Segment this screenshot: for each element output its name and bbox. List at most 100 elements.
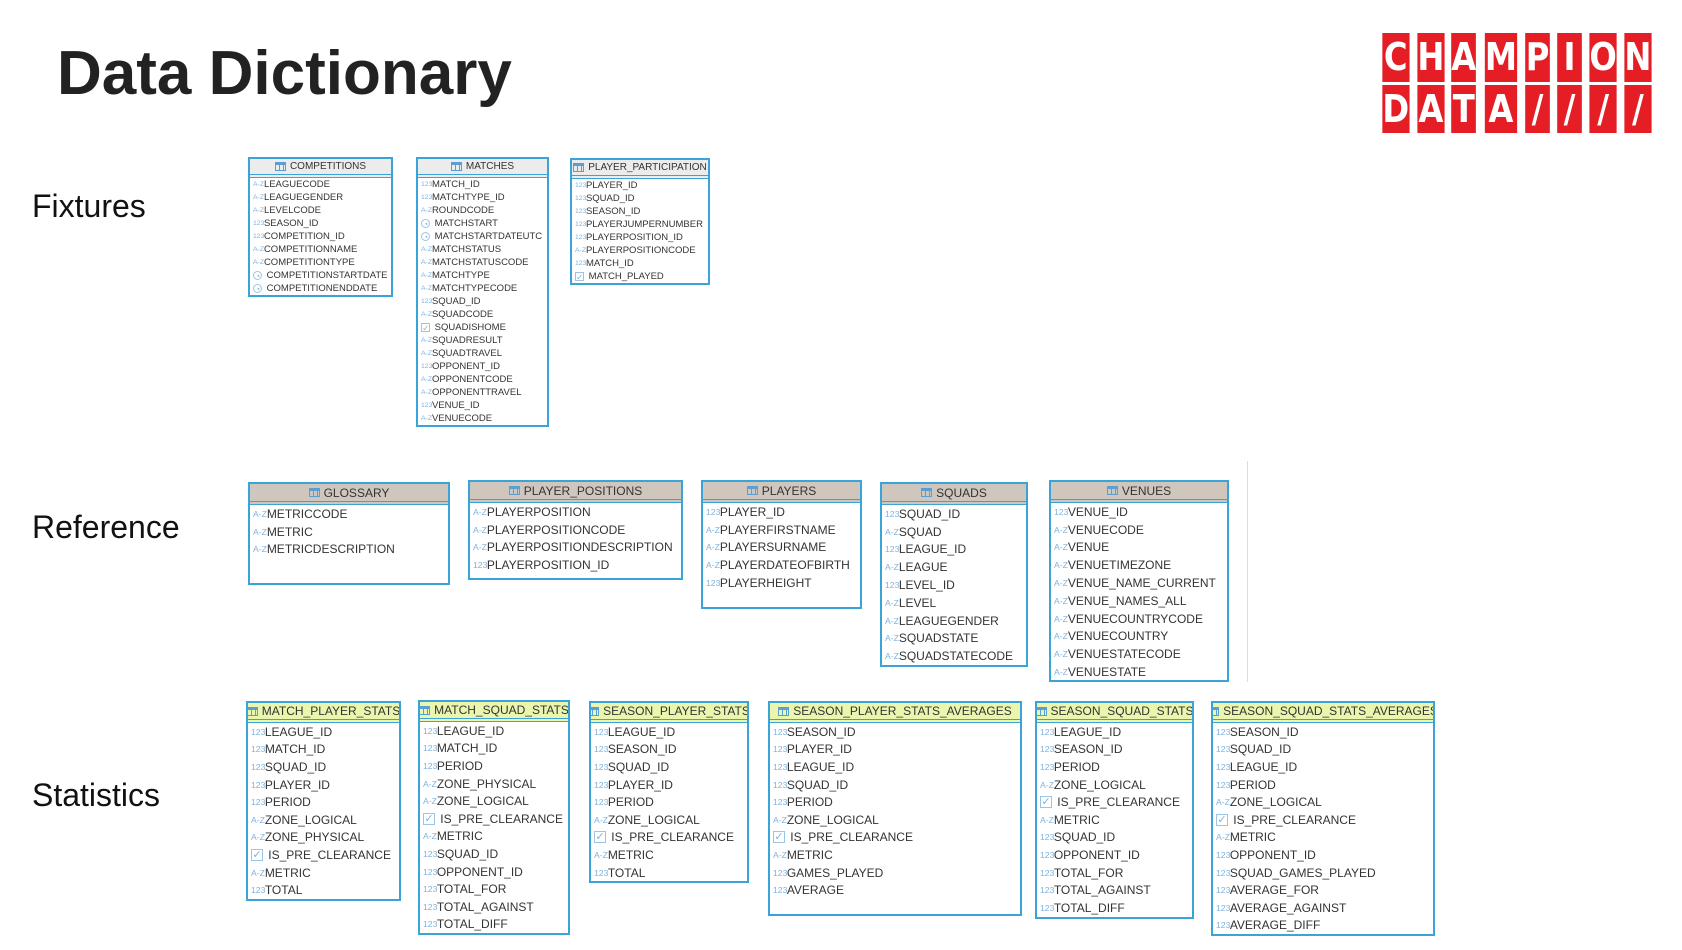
field-name: VENUE_ID	[1067, 504, 1128, 519]
table-name: SQUADS	[936, 485, 987, 500]
field-name: VENUESTATECODE	[1067, 647, 1181, 662]
number-type-icon: 123	[1040, 885, 1055, 896]
text-type-icon: A-Z	[1054, 631, 1068, 642]
field-name: OPPONENT_ID	[436, 864, 523, 879]
table-icon	[778, 706, 790, 716]
number-type-icon: 123	[594, 779, 609, 790]
field-name: PERIOD	[1053, 759, 1100, 774]
number-type-icon: 123	[1216, 726, 1231, 737]
field-row: ✓IS_PRE_CLEARANCE	[248, 846, 399, 864]
field-name: SQUAD_ID	[786, 777, 849, 792]
logo-letter: /	[1589, 84, 1617, 133]
number-type-icon: 123	[423, 919, 438, 930]
field-name: PLAYERDATEOFBIRTH	[719, 558, 850, 573]
table-header: PLAYER_PARTICIPATION	[572, 160, 708, 179]
field-name: LEAGUE_ID	[264, 724, 333, 739]
field-name: LEAGUECODE	[263, 179, 330, 190]
field-name: MATCHSTARTDATEUTC	[434, 231, 543, 242]
number-type-icon: 123	[1040, 744, 1055, 755]
table-name: PLAYER_PARTICIPATION	[588, 162, 707, 173]
table-name: MATCH_SQUAD_STATS	[434, 703, 568, 717]
text-type-icon: A-Z	[421, 285, 432, 292]
field-name: SQUADSTATE	[898, 631, 979, 646]
field-name: VENUE_ID	[431, 400, 480, 411]
number-type-icon: 123	[421, 402, 433, 409]
field-row: ◔MATCHSTARTDATEUTC	[418, 230, 547, 243]
text-type-icon: A-Z	[594, 814, 608, 825]
number-type-icon: 123	[773, 885, 788, 896]
field-row: ◔COMPETITIONENDDATE	[250, 282, 391, 295]
field-name: METRIC	[266, 524, 313, 539]
field-name: LEAGUE_ID	[1229, 759, 1298, 774]
text-type-icon: A-Z	[421, 389, 432, 396]
field-name: SQUADRESULT	[431, 335, 503, 346]
table-icon	[1213, 706, 1220, 716]
field-name: PLAYERPOSITION	[486, 504, 591, 519]
text-type-icon: A-Z	[421, 259, 432, 266]
number-type-icon: 123	[1216, 920, 1231, 931]
field-name: VENUESTATE	[1067, 665, 1147, 680]
text-type-icon: A-Z	[423, 831, 437, 842]
number-type-icon: 123	[1040, 867, 1055, 878]
table-header: SEASON_PLAYER_STATS_AVERAGES	[770, 703, 1020, 723]
field-name: ZONE_PHYSICAL	[436, 776, 537, 791]
table-icon	[274, 162, 286, 171]
field-name: COMPETITIONTYPE	[263, 257, 355, 268]
field-name: LEVELCODE	[263, 205, 321, 216]
field-name: OPPONENTTRAVEL	[431, 387, 522, 398]
number-type-icon: 123	[575, 260, 587, 267]
logo-letter: /	[1624, 84, 1652, 133]
field-name: COMPETITION_ID	[263, 231, 345, 242]
logo-letter: C	[1382, 33, 1410, 82]
number-type-icon: 123	[575, 208, 587, 215]
logo-letter: N	[1624, 33, 1652, 82]
text-type-icon: A-Z	[1054, 542, 1068, 553]
field-name: ZONE_LOGICAL	[1053, 777, 1146, 792]
field-name: SEASON_ID	[263, 218, 319, 229]
field-name: VENUECODE	[431, 413, 493, 424]
number-type-icon: 123	[421, 298, 433, 305]
field-row: ✓IS_PRE_CLEARANCE	[420, 810, 568, 828]
field-name: SQUAD_ID	[898, 506, 961, 521]
text-type-icon: A-Z	[421, 337, 432, 344]
number-type-icon: 123	[706, 578, 721, 589]
field-name: PLAYERSURNAME	[719, 540, 827, 555]
table-icon	[420, 705, 431, 715]
text-type-icon: A-Z	[253, 544, 267, 555]
number-type-icon: 123	[594, 797, 609, 808]
field-name: MATCH_ID	[436, 741, 498, 756]
field-name: VENUE	[1067, 540, 1110, 555]
field-name: SEASON_ID	[607, 742, 677, 757]
table-icon	[248, 706, 258, 716]
field-name: PLAYER_ID	[585, 180, 638, 191]
field-name: PERIOD	[1229, 777, 1276, 792]
text-type-icon: A-Z	[1216, 832, 1230, 843]
number-type-icon: 123	[1216, 779, 1231, 790]
field-name: SEASON_ID	[786, 724, 856, 739]
field-name: PLAYERPOSITION_ID	[585, 232, 683, 243]
number-type-icon: 123	[773, 867, 788, 878]
field-row: ◔MATCHSTART	[418, 217, 547, 230]
number-type-icon: 123	[251, 885, 266, 896]
